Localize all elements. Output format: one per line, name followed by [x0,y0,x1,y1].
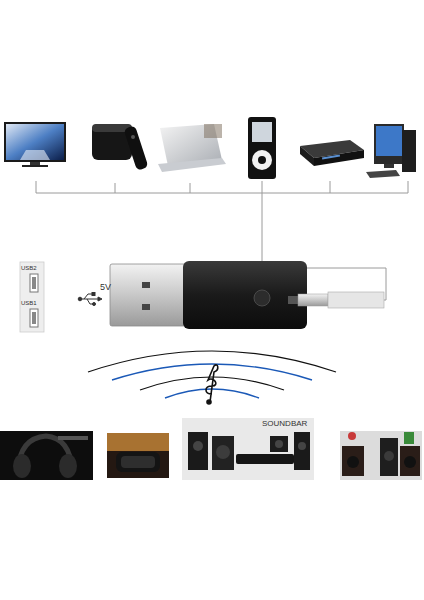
laptop-icon [154,120,226,182]
dvd-player-icon [300,140,364,166]
desktop-pc-icon [366,124,416,178]
brand-label: SOUNDBAR [262,420,307,428]
music-note [206,365,218,404]
port-label: USB2 [21,265,37,271]
tv-icon [4,122,66,167]
audio-jack [288,292,384,308]
mp3-player-icon [248,117,276,179]
voltage-label: 5V [100,283,111,292]
speaker-photo [107,433,169,478]
usb-symbol [78,293,102,306]
bluetooth-adapter [110,261,307,329]
headphones-photo [0,431,93,480]
port-label: USB1 [21,300,37,306]
bookshelf-speakers-photo [340,431,422,480]
soundbar-system-photo [182,418,314,480]
usb-port-panel [20,262,44,332]
tv-box-icon [92,124,149,171]
